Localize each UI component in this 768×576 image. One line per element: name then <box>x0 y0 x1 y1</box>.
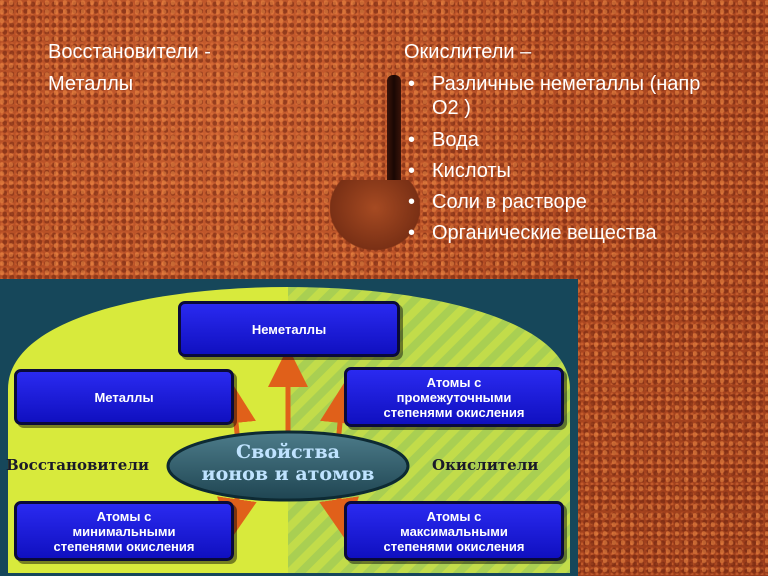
oxidizer-item: Кислоты <box>408 160 732 182</box>
oxidizer-item: Различные неметаллы (напр O2 ) <box>408 72 732 120</box>
box-nonmetals: Неметаллы <box>178 301 400 357</box>
oxidizer-item: Вода <box>408 129 732 151</box>
oxidizer-item: Органические вещества <box>408 222 732 244</box>
oxidizers-block: Окислители – Различные неметаллы (напр O… <box>404 36 732 253</box>
center-ellipse <box>166 430 410 502</box>
box-metals-label: Металлы <box>94 389 154 405</box>
reducers-title: Восстановители - <box>48 41 211 63</box>
box-minimal-line: степенями окисления <box>53 538 195 554</box>
box-maximal-line: степенями окисления <box>383 538 525 554</box>
center-line: Свойства <box>236 441 340 463</box>
reducers-item: Металлы <box>48 73 134 95</box>
center-line: ионов и атомов <box>201 463 375 485</box>
box-intermediate-line: Атомы с <box>426 374 482 390</box>
box-minimal-line: минимальными <box>72 523 176 539</box>
oxidizers-list: Различные неметаллы (напр O2 ) Вода Кисл… <box>404 72 732 244</box>
box-intermediate-line: промежуточными <box>396 389 512 405</box>
reducers-block: Восстановители - Металлы <box>48 36 211 100</box>
box-maximal-line: максимальными <box>400 523 508 539</box>
center-label: Свойства ионов и атомов <box>168 429 408 499</box>
box-maximal: Атомы с максимальными степенями окислени… <box>344 501 564 561</box>
rust-bulge <box>330 180 420 250</box>
box-minimal: Атомы с минимальными степенями окисления <box>14 501 234 561</box>
box-maximal-line: Атомы с <box>426 508 482 524</box>
box-nonmetals-label: Неметаллы <box>251 321 327 337</box>
box-intermediate: Атомы с промежуточными степенями окислен… <box>344 367 564 427</box>
oxidizers-title: Окислители – <box>404 41 532 63</box>
box-minimal-line: Атомы с <box>96 508 152 524</box>
rust-crack <box>387 75 401 193</box>
oxidizer-item: Соли в растворе <box>408 191 732 213</box>
box-metals: Металлы <box>14 369 234 425</box>
label-oxidizers: Окислители <box>432 456 539 474</box>
properties-diagram: Неметаллы Металлы Атомы с промежуточными… <box>0 279 578 576</box>
label-reducers: Восстановители <box>6 456 150 474</box>
box-intermediate-line: степенями окисления <box>383 404 525 420</box>
